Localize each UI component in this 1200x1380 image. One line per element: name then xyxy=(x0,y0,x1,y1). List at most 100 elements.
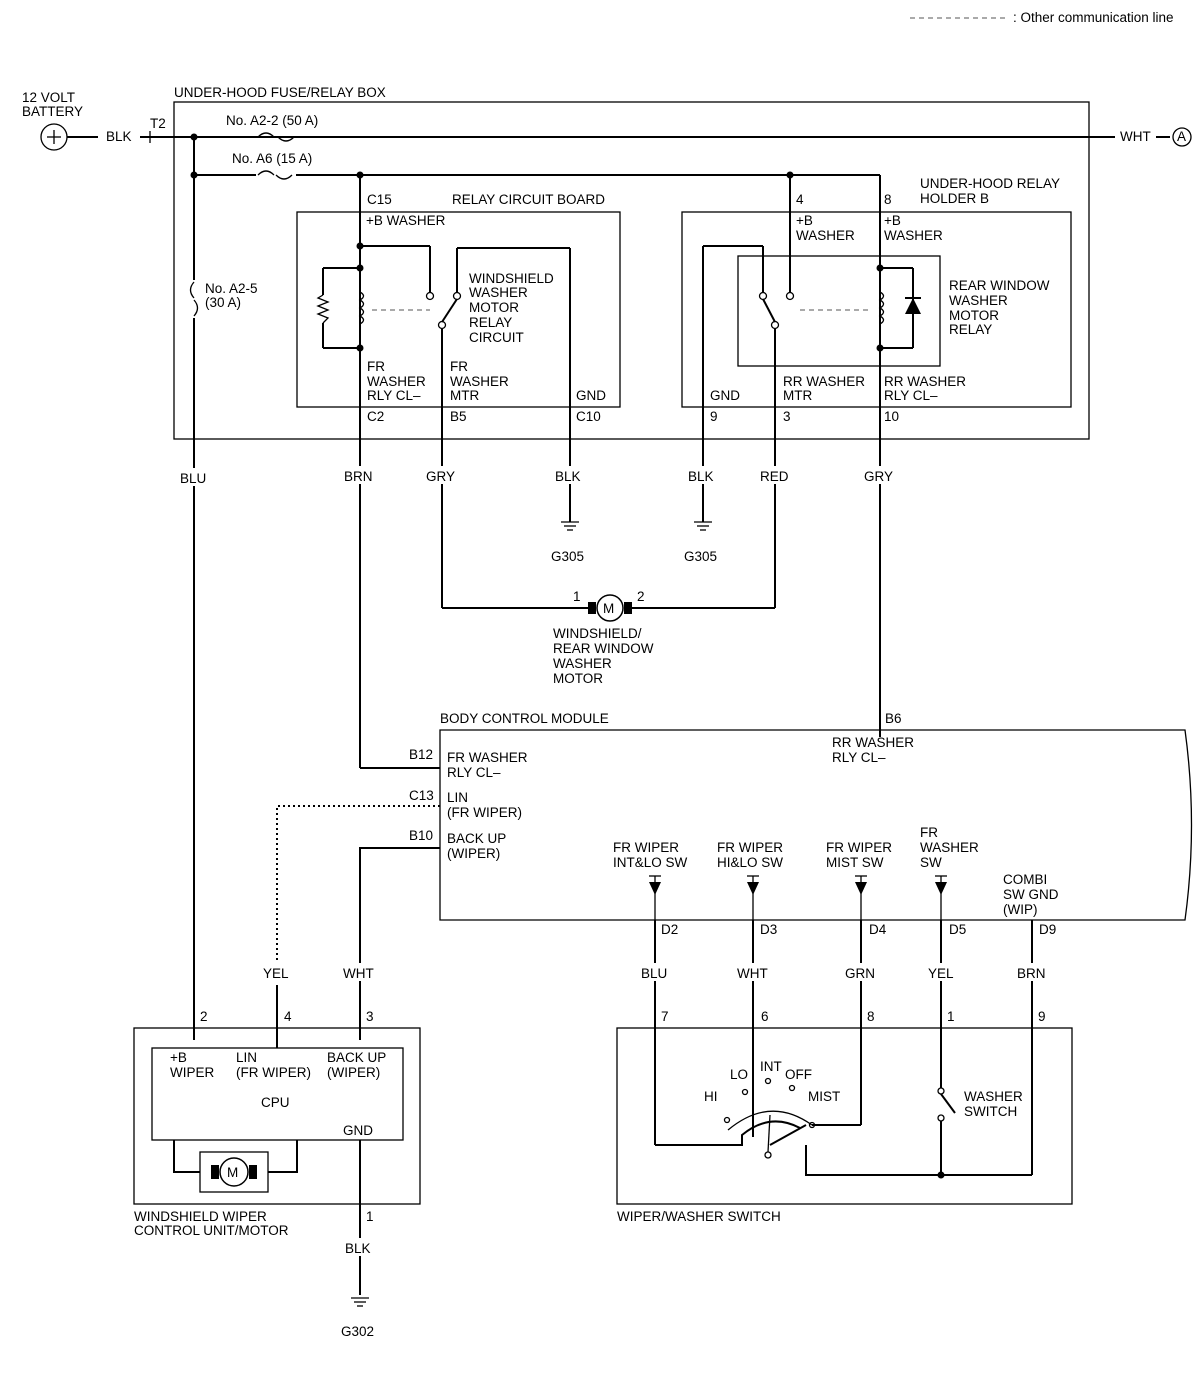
b-washer-b-1: WASHER xyxy=(884,228,943,243)
ground-g302-icon xyxy=(351,1297,369,1307)
ground-g305-b-label: G305 xyxy=(684,549,717,564)
washer-motor-label-1: REAR WINDOW xyxy=(553,641,654,656)
motor-pin-1: 1 xyxy=(573,589,581,604)
wire-label-blu-d2: BLU xyxy=(641,966,667,981)
fuse-a22-icon xyxy=(257,132,295,142)
pin-4: 4 xyxy=(796,192,804,207)
wire-label-gry-front: GRY xyxy=(426,469,455,484)
rr-relay-label-0: REAR WINDOW xyxy=(949,278,1050,293)
pin-d5: D5 xyxy=(949,922,966,937)
battery-icon xyxy=(40,123,68,151)
wire-label-red: RED xyxy=(760,469,789,484)
bcm-input-d5-label-1: WASHER xyxy=(920,840,979,855)
bcm-input-d5-label-2: SW xyxy=(920,855,942,870)
b-washer-b-0: +B xyxy=(884,213,901,228)
battery-label-1: 12 VOLT xyxy=(22,90,75,105)
switch-pin-6: 6 xyxy=(761,1009,769,1024)
body-control-module xyxy=(439,729,1193,921)
wire-label-brn-d9: BRN xyxy=(1017,966,1046,981)
bcm-fr-rly-cl-0: FR WASHER xyxy=(447,750,528,765)
bcm-title: BODY CONTROL MODULE xyxy=(440,711,609,726)
relay-holder-title-2: HOLDER B xyxy=(920,191,989,206)
wire-label-yel-lin: YEL xyxy=(263,966,289,981)
terminal-t2: T2 xyxy=(150,116,166,131)
wiper-b-1: WIPER xyxy=(170,1065,215,1080)
rr-relay-label-3: RELAY xyxy=(949,322,992,337)
rear-washer-relay-box xyxy=(737,255,941,367)
bcm-input-d2-label-0: FR WIPER xyxy=(613,840,679,855)
bcm-input-d3-label-1: HI&LO SW xyxy=(717,855,783,870)
bcm-input-d2-label-1: INT&LO SW xyxy=(613,855,688,870)
rr-relay-coil xyxy=(878,267,921,349)
relay-label-1: WASHER xyxy=(469,285,528,300)
wiper-motor-symbol: M xyxy=(227,1165,238,1180)
bcm-rr-rly-cl-1: RLY CL– xyxy=(832,750,886,765)
switch-hi-label: HI xyxy=(704,1089,718,1104)
fr-rly-cl-2: RLY CL– xyxy=(367,388,421,403)
b-washer-a-1: WASHER xyxy=(796,228,855,243)
washer-motor-label-2: WASHER xyxy=(553,656,612,671)
pin-d9: D9 xyxy=(1039,922,1056,937)
wiper-b-0: +B xyxy=(170,1050,187,1065)
fr-rly-cl-1: WASHER xyxy=(367,374,426,389)
fuse-a25-label-1: No. A2-5 xyxy=(205,281,258,296)
pin-c10: C10 xyxy=(576,409,601,424)
wire-label-blu: BLU xyxy=(180,471,206,486)
bcm-input-d5-label-0: FR xyxy=(920,825,938,840)
fuse-a25-label-2: (30 A) xyxy=(205,295,241,310)
rr-relay-label-1: WASHER xyxy=(949,293,1008,308)
combi-gnd-1: SW GND xyxy=(1003,887,1059,902)
wiper-pin-3: 3 xyxy=(366,1009,374,1024)
bcm-lin-0: LIN xyxy=(447,790,468,805)
ground-g302-label: G302 xyxy=(341,1324,374,1339)
lin-communication-line xyxy=(276,805,440,960)
combi-gnd-2: (WIP) xyxy=(1003,902,1038,917)
wire-label-gry-rear: GRY xyxy=(864,469,893,484)
rr-rly-cl-1: RLY CL– xyxy=(884,388,938,403)
bcm-lin-1: (FR WIPER) xyxy=(447,805,522,820)
pin-9: 9 xyxy=(710,409,718,424)
bcm-input-d4-label-0: FR WIPER xyxy=(826,840,892,855)
connector-a-label: A xyxy=(1177,129,1186,144)
switch-title: WIPER/WASHER SWITCH xyxy=(617,1209,781,1224)
wiper-cpu-label: CPU xyxy=(261,1095,290,1110)
switch-pin-9: 9 xyxy=(1038,1009,1046,1024)
rr-rly-cl-0: RR WASHER xyxy=(884,374,966,389)
wiper-pin-4: 4 xyxy=(284,1009,292,1024)
wire-label-brn: BRN xyxy=(344,469,373,484)
pin-c15: C15 xyxy=(367,192,392,207)
wiper-mode-switch xyxy=(655,1077,1032,1176)
fr-relay-coil xyxy=(316,267,365,349)
wire-label-wht-d3: WHT xyxy=(737,966,768,981)
wire-label-blk-battery: BLK xyxy=(106,129,132,144)
fuse-a22-label: No. A2-2 (50 A) xyxy=(226,113,318,128)
switch-pin-7: 7 xyxy=(661,1009,669,1024)
rr-mtr-1: MTR xyxy=(783,388,812,403)
bcm-rr-rly-cl-0: RR WASHER xyxy=(832,735,914,750)
fr-mtr-2: MTR xyxy=(450,388,479,403)
legend-text: : Other communication line xyxy=(1013,10,1174,25)
fuse-a6-icon xyxy=(257,170,293,180)
fr-mtr-1: WASHER xyxy=(450,374,509,389)
pin-b5: B5 xyxy=(450,409,467,424)
switch-pin-8: 8 xyxy=(867,1009,875,1024)
wiper-unit-title-0: WINDSHIELD WIPER xyxy=(134,1209,267,1224)
relay-label-2: MOTOR xyxy=(469,300,519,315)
wire-label-wht-backup: WHT xyxy=(343,966,374,981)
wiper-pin-2: 2 xyxy=(200,1009,208,1024)
relay-holder-b xyxy=(681,211,1072,408)
switch-lo-label: LO xyxy=(730,1067,748,1082)
wiper-backup-1: (WIPER) xyxy=(327,1065,380,1080)
wiper-lin-1: (FR WIPER) xyxy=(236,1065,311,1080)
bcm-input-arrows xyxy=(649,875,947,920)
pin-d3: D3 xyxy=(760,922,777,937)
switch-mist-label: MIST xyxy=(808,1089,840,1104)
wiper-unit-title-1: CONTROL UNIT/MOTOR xyxy=(134,1223,289,1238)
switch-pin-1: 1 xyxy=(947,1009,955,1024)
ground-g305-b-icon xyxy=(694,515,712,531)
pin-b6: B6 xyxy=(885,711,902,726)
combi-gnd-0: COMBI xyxy=(1003,872,1047,887)
pin-c2: C2 xyxy=(367,409,384,424)
fr-relay-switch xyxy=(360,245,570,330)
